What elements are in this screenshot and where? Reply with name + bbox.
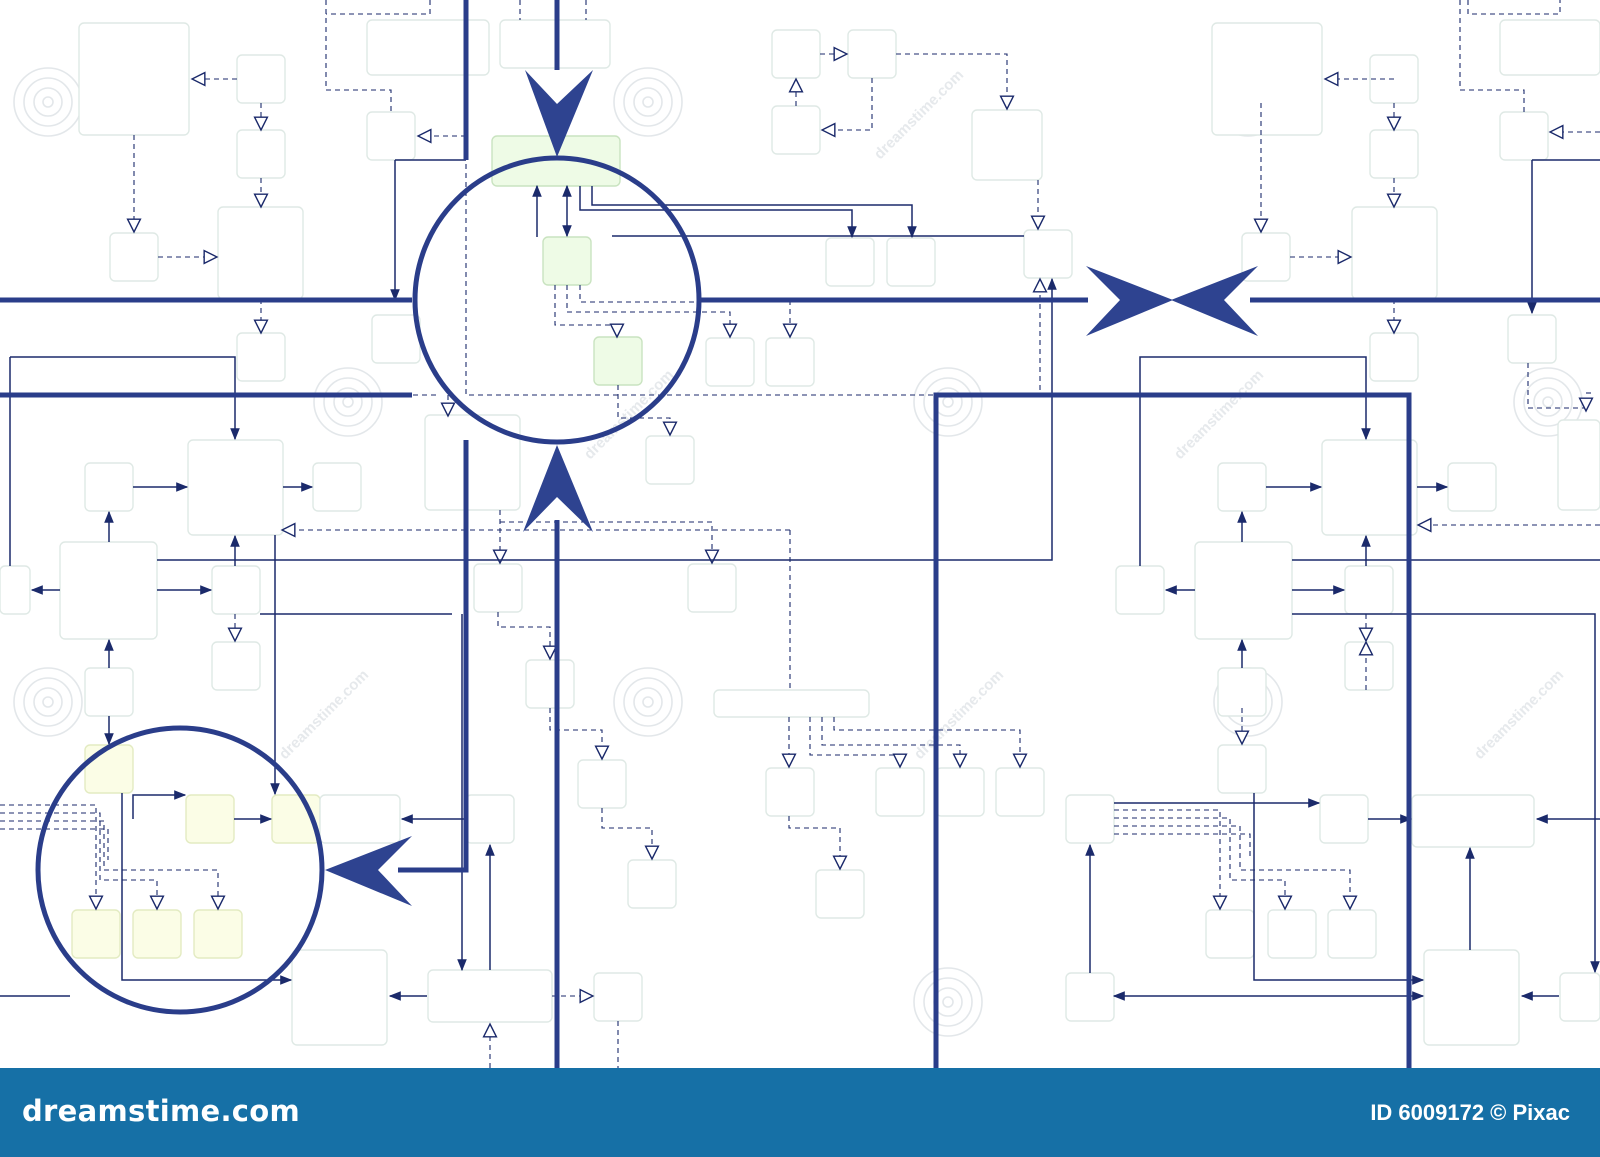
watermark-text: dreamstime.com xyxy=(276,667,372,763)
footer-bar: dreamstime.com ID 6009172 © Pixac xyxy=(0,1068,1600,1157)
watermark-text: dreamstime.com xyxy=(871,67,967,163)
left-arrowhead xyxy=(325,836,412,906)
brand-logo-text[interactable]: dreamstime.com xyxy=(22,1094,301,1128)
highlight-circle-top xyxy=(412,155,702,445)
up-arrowhead xyxy=(523,445,593,532)
right-arrowhead xyxy=(1086,266,1173,336)
flowchart-boxes xyxy=(0,19,1600,1046)
watermark-text: dreamstime.com xyxy=(1471,667,1567,763)
image-id-label: ID 6009172 © Pixac xyxy=(1370,1100,1570,1125)
down-arrowhead xyxy=(525,70,593,157)
left-arrowhead-right xyxy=(1171,266,1258,336)
large-arrowheads xyxy=(325,70,1258,906)
flowchart-diagram: dreamstime.com dreamstime.com dreamstime… xyxy=(0,0,1600,1068)
solid-connectors xyxy=(0,159,1600,1001)
dashed-connectors xyxy=(0,0,1600,1068)
watermark-text: dreamstime.com xyxy=(911,667,1007,763)
thick-lines xyxy=(0,0,1600,1068)
highlight-circle-bottom-left xyxy=(35,725,325,1015)
watermark-text: dreamstime.com xyxy=(1171,367,1267,463)
